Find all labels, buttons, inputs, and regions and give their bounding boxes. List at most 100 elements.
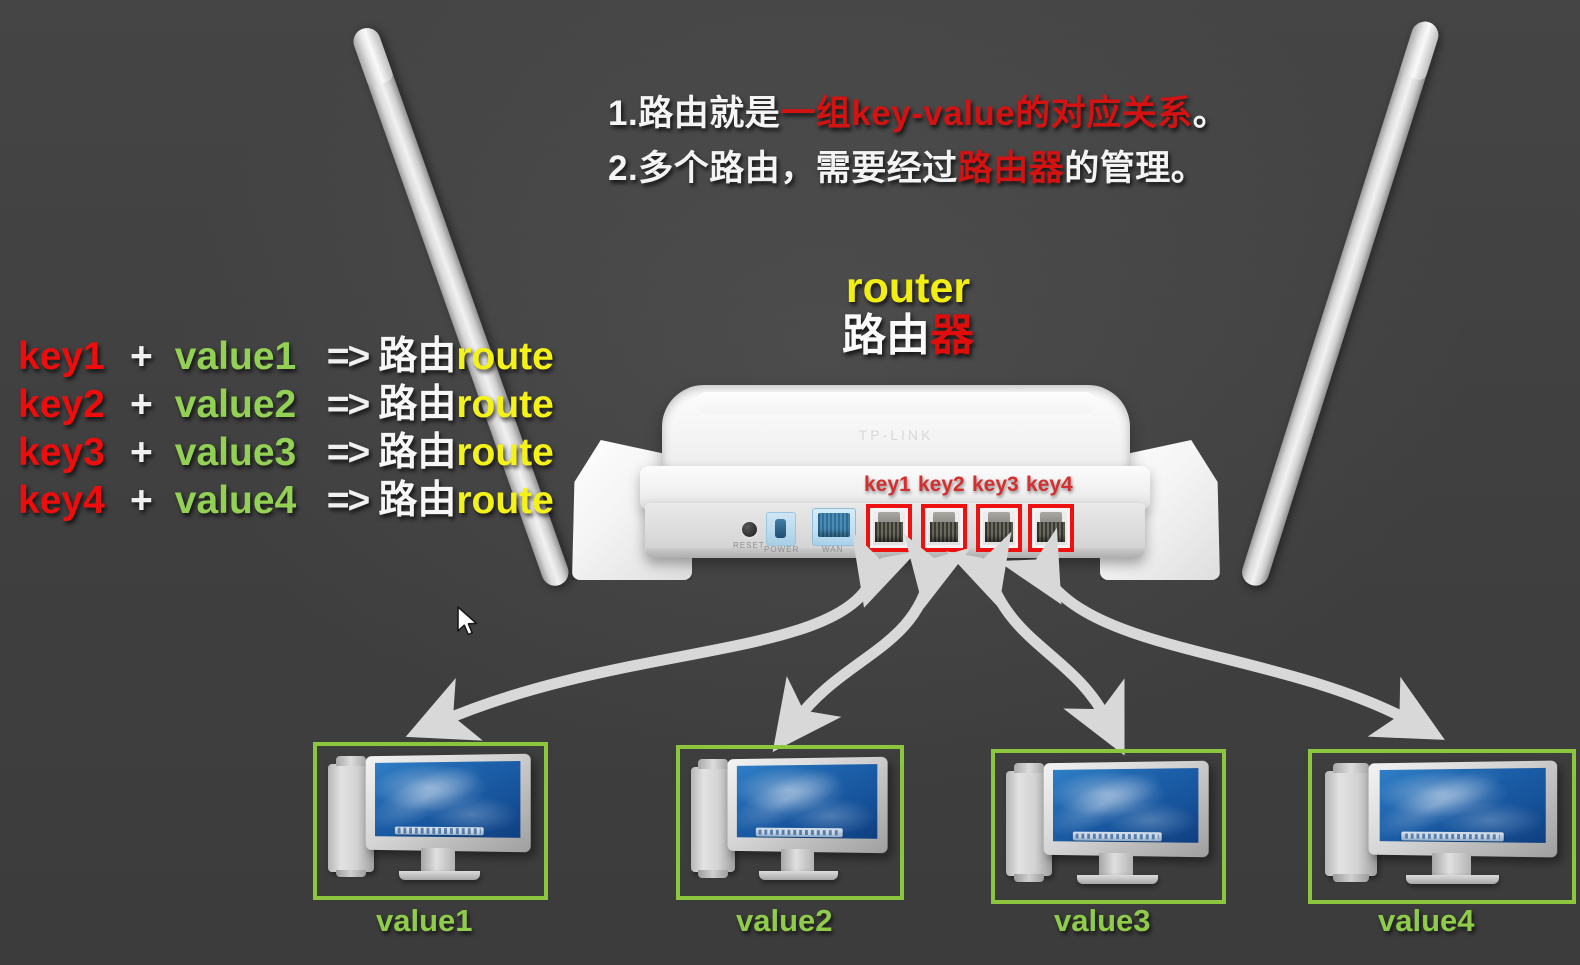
headline-1-highlight: 一组key-value的对应关系 (780, 94, 1193, 133)
power-jack-icon (766, 512, 796, 546)
equation-route-4: route (456, 479, 554, 522)
lan-port-key2[interactable] (921, 504, 967, 552)
rj45-jack-icon (873, 511, 905, 545)
equation-row-3: key3+value3=>路由route (18, 429, 554, 477)
computer-label-value4: value4 (1378, 903, 1475, 938)
router-title-cn-red: 器 (930, 311, 974, 360)
computer-label-value3: value3 (1054, 903, 1151, 938)
equation-route-2: route (456, 383, 554, 426)
headline-1-index: 1. (608, 94, 639, 133)
dock-bar-icon (755, 827, 843, 837)
headline-2-text-a: 多个路由，需要经过 (638, 149, 958, 188)
wallpaper-swirl (1053, 767, 1176, 843)
computer-label-value1: value1 (376, 903, 473, 938)
mouse-cursor-icon (457, 606, 478, 636)
equation-cn-2: 路由 (378, 383, 457, 426)
antenna-tip-left (349, 24, 395, 89)
computer-box-value3[interactable] (991, 749, 1226, 904)
computer-box-value1[interactable] (313, 742, 548, 900)
equation-arrow-1: => (326, 335, 371, 378)
router-title-chinese: 路由器 (818, 310, 998, 362)
rj45-jack-icon (983, 511, 1015, 545)
equation-route-1: route (456, 335, 554, 378)
equation-arrow-4: => (326, 479, 371, 522)
monitor-screen (736, 763, 878, 839)
wallpaper-swirl (375, 760, 499, 838)
router-brand-label: TP-LINK (858, 427, 934, 443)
equation-plus-1: + (130, 335, 153, 378)
rj45-jack-icon (928, 511, 960, 545)
lan-port-label-key3: key3 (972, 473, 1019, 496)
equation-cn-3: 路由 (378, 431, 457, 474)
computer-box-value2[interactable] (676, 745, 904, 900)
lan-port-label-key1: key1 (864, 473, 911, 496)
monitor-base (759, 871, 839, 880)
router-body-top (662, 385, 1130, 477)
lan-port-key1[interactable] (866, 504, 912, 552)
headline-block: 1.路由就是一组key-value的对应关系。 2.多个路由，需要经过路由器的管… (608, 96, 1308, 206)
computer-monitor-icon (366, 753, 532, 853)
equation-cn-1: 路由 (378, 335, 457, 378)
router-title-cn-white: 路由 (842, 311, 930, 360)
equation-arrow-3: => (326, 431, 371, 474)
power-port-label: POWER (764, 545, 800, 554)
equation-row-1: key1 + value1 =>路由route (18, 333, 554, 381)
computer-monitor-icon (1044, 760, 1210, 858)
equation-plus-4: + (130, 479, 153, 522)
headline-1-text-a: 路由就是 (638, 94, 781, 133)
monitor-screen (1379, 767, 1546, 843)
equation-plus-2: + (130, 383, 153, 426)
computer-tower-icon (1325, 763, 1377, 882)
equation-value-3: value3 (174, 431, 297, 474)
lan-port-label-key2: key2 (918, 473, 965, 496)
wan-port-icon (812, 508, 856, 546)
wan-port-label: WAN (822, 545, 844, 554)
computer-illustration (317, 746, 544, 896)
computer-illustration (995, 753, 1222, 900)
router-device-illustration: TP-LINK RESET POWER WAN key1 key2 key3 k… (349, 18, 1442, 590)
equation-value-4: value4 (174, 479, 297, 522)
equation-row-4: key4 + value4 =>路由route (18, 477, 554, 525)
equation-value-1: value1 (174, 335, 297, 378)
computer-monitor-icon (1368, 760, 1558, 858)
rj45-jack-icon (1035, 511, 1067, 545)
lan-port-label-key4: key4 (1026, 473, 1073, 496)
lan-port-key3[interactable] (976, 504, 1022, 552)
dock-bar-icon (395, 826, 485, 836)
equation-key-3: key3 (18, 431, 105, 474)
computer-box-value4[interactable] (1308, 749, 1576, 904)
equation-key-1: key1 (18, 335, 105, 378)
reset-button-icon[interactable] (742, 522, 757, 537)
monitor-base (1076, 875, 1159, 884)
monitor-screen (375, 760, 521, 838)
router-title-english: router (845, 264, 971, 312)
equation-cn-4: 路由 (378, 479, 457, 522)
headline-1-text-b: 。 (1192, 94, 1229, 133)
dock-bar-icon (1401, 831, 1504, 841)
headline-2-index: 2. (608, 149, 639, 188)
router-body-middle (640, 466, 1150, 510)
lan-port-key4[interactable] (1028, 504, 1074, 552)
equation-key-2: key2 (18, 383, 105, 426)
headline-line-2: 2.多个路由，需要经过路由器的管理。 (608, 151, 1308, 186)
router-title-block: router 路由器 (818, 266, 998, 362)
equation-arrow-2: => (326, 383, 371, 426)
key-value-equation-list: key1+value1=>路由route key2+value2=>路由rout… (18, 333, 554, 525)
headline-2-highlight: 路由器 (957, 149, 1065, 188)
equation-key-4: key4 (18, 479, 105, 522)
computer-illustration (680, 749, 900, 896)
wallpaper-swirl (736, 763, 856, 839)
reset-port-label: RESET (733, 541, 765, 550)
monitor-stand (1431, 852, 1471, 878)
equation-route-3: route (456, 431, 554, 474)
antenna-tip-right (1398, 18, 1442, 82)
dock-bar-icon (1073, 831, 1163, 841)
computer-monitor-icon (727, 756, 888, 854)
headline-line-1: 1.路由就是一组key-value的对应关系。 (608, 96, 1308, 131)
monitor-base (398, 870, 481, 880)
monitor-base (1405, 875, 1500, 884)
headline-2-text-b: 的管理。 (1064, 149, 1207, 188)
monitor-screen (1053, 767, 1199, 843)
computer-illustration (1312, 753, 1572, 900)
